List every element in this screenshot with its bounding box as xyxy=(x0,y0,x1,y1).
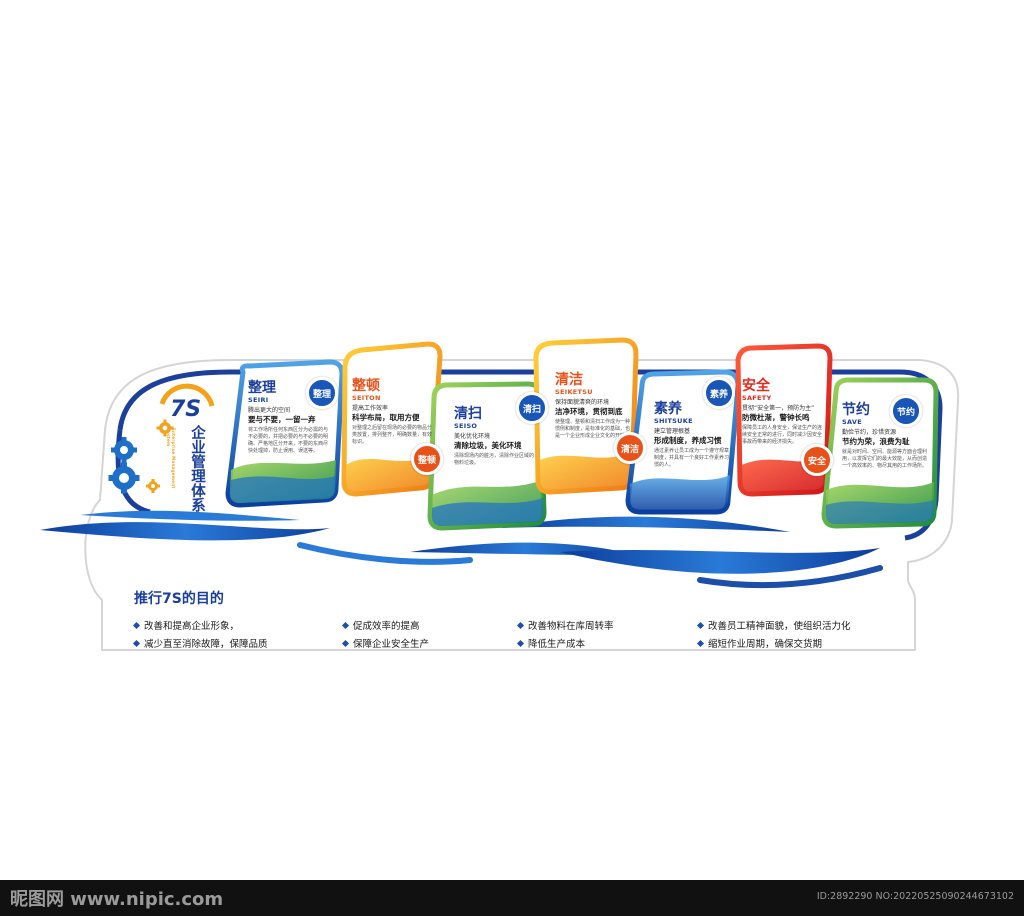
brand-english: Enterprise Management System xyxy=(166,428,176,489)
brand-arc xyxy=(159,383,215,407)
wave-5 xyxy=(560,548,880,574)
wave-1 xyxy=(40,522,330,541)
watermark-bar xyxy=(0,880,1024,916)
purpose-item: 促成效率的提高 xyxy=(341,618,420,632)
card-seiketsu-text: 清洁 SEIKETSU 保持面貌清爽的环境 洁净环境，贯彻到底 使整理、整顿和清… xyxy=(555,372,631,440)
card-body: 通过素养让员工成为一个遵守规章制度，并具有一个良好工作素养习惯的人。 xyxy=(654,447,730,468)
wave-2 xyxy=(80,510,300,521)
card-pinyin: SEISO xyxy=(454,422,478,430)
card-sub: 建立管理根基 xyxy=(654,428,691,435)
card-seiso-text: 清扫 SEISO 美化优化环境 清除垃圾，美化环境 清除现场内的脏污，清除作业区… xyxy=(454,406,538,467)
purpose-item: 降低生产成本 xyxy=(516,636,586,650)
card-pinyin: SAFETY xyxy=(742,394,772,402)
watermark-right: ID:2892290 NO:20220525090244673102 xyxy=(816,891,1014,902)
card-sub: 提高工作效率 xyxy=(352,405,389,412)
badge-save: 节约 xyxy=(890,395,922,427)
card-body: 就是对时间、空间、能源等方面合理利用，以发挥它们的最大效能，从而创造一个高效率的… xyxy=(842,448,928,469)
gear-icon xyxy=(108,462,140,494)
watermark-left: 昵图网 www.nipic.com xyxy=(10,889,224,910)
card-seiso xyxy=(427,381,547,531)
purpose-item-text: 改善物料在库周转率 xyxy=(528,621,614,632)
card-title: 清洁 xyxy=(555,372,583,388)
gear-icon xyxy=(156,419,174,437)
badge-seiri: 整理 xyxy=(306,377,338,409)
gear-icon xyxy=(111,437,137,463)
purpose-item-text: 降低生产成本 xyxy=(528,639,586,650)
wave-7 xyxy=(697,565,883,589)
purpose-item: 改善物料在库周转率 xyxy=(516,618,614,632)
card-title: 节约 xyxy=(842,402,870,418)
card-slogan: 要与不要，一留一弃 xyxy=(248,414,316,424)
card-slogan: 防微杜渐，警钟长鸣 xyxy=(742,412,810,422)
diamond-bullet-icon xyxy=(132,639,141,648)
card-slogan: 清除垃圾，美化环境 xyxy=(454,440,522,450)
card-title: 素养 xyxy=(654,401,682,417)
card-slogan: 科学布局，取用方便 xyxy=(352,412,420,422)
purpose-item-text: 减少直至消除故障，保障品质 xyxy=(144,639,268,650)
badge-seiso: 清扫 xyxy=(516,392,548,424)
diamond-bullet-icon xyxy=(341,621,350,630)
card-pinyin: SEIRI xyxy=(248,396,269,404)
card-pinyin: SEITON xyxy=(352,394,381,402)
card-seiri-text: 整理 SEIRI 腾出更大的空间 要与不要，一留一弃 将工作场所任何东西区分为必… xyxy=(248,380,332,455)
card-slogan: 洁净环境，贯彻到底 xyxy=(555,406,623,416)
card-slogan: 形成制度，养成习惯 xyxy=(654,435,722,445)
purpose-item-text: 改善和提高企业形象， xyxy=(144,621,240,632)
card-body: 将工作场所任何东西区分为必需的与不必要的，并把必要的与不必要的明确、严格地区分开… xyxy=(248,426,329,454)
card-seiton-text: 整顿 SEITON 提高工作效率 科学布局，取用方便 对整理之后留在现场的必要的… xyxy=(352,378,434,446)
badge-seiketsu: 清洁 xyxy=(614,432,646,464)
purpose-item: 改善和提高企业形象， xyxy=(132,618,240,632)
card-save-text: 节约 SAVE 勤俭节约，珍惜资源 节约为荣，浪费为耻 就是对时间、空间、能源等… xyxy=(842,402,928,470)
card-slogan: 节约为荣，浪费为耻 xyxy=(842,436,910,446)
purpose-item: 保障企业安全生产 xyxy=(341,636,430,650)
card-sub: 勤俭节约，珍惜资源 xyxy=(842,429,897,436)
card-title: 安全 xyxy=(742,378,770,394)
brand-title: 7S xyxy=(170,397,202,422)
card-body: 清除现场内的脏污，清除作业区域的物料垃圾。 xyxy=(454,452,535,466)
card-pinyin: SHITSUKE xyxy=(654,417,693,425)
purpose-item: 减少直至消除故障，保障品质 xyxy=(132,636,268,650)
diamond-bullet-icon xyxy=(516,621,525,630)
diamond-bullet-icon xyxy=(132,621,141,630)
card-title: 清扫 xyxy=(454,406,482,422)
purpose-item-text: 改善员工精神面貌，使组织活力化 xyxy=(708,621,851,632)
card-pinyin: SEIKETSU xyxy=(555,388,593,396)
card-sub: 美化优化环境 xyxy=(454,433,491,440)
diamond-bullet-icon xyxy=(516,639,525,648)
purpose-item: 缩短作业周期，确保交货期 xyxy=(696,636,823,650)
card-title: 整顿 xyxy=(352,378,380,394)
diamond-bullet-icon xyxy=(341,639,350,648)
badge-safety: 安全 xyxy=(801,444,833,476)
card-pinyin: SAVE xyxy=(842,418,862,426)
card-sub: 保持面貌清爽的环境 xyxy=(555,399,610,406)
card-sub: 贯彻“安全第一，预防为主” xyxy=(742,405,815,412)
purpose-title: 推行7S的目的 xyxy=(134,591,224,607)
card-body: 使整理、整顿和清扫工作成为一种惯例和制度，是标准化的基础，也是一个企业形成企业文… xyxy=(555,418,631,439)
card-safety-text: 安全 SAFETY 贯彻“安全第一，预防为主” 防微杜渐，警钟长鸣 保障员工的人… xyxy=(742,378,824,446)
gear-icon xyxy=(146,479,160,493)
badge-seiton: 整顿 xyxy=(411,443,443,475)
badge-shitsuke: 素养 xyxy=(703,377,735,409)
purpose-item-text: 缩短作业周期，确保交货期 xyxy=(708,639,823,650)
brand-subtitle: 企业管理体系 xyxy=(189,425,205,512)
card-title: 整理 xyxy=(248,380,276,396)
board-graphics xyxy=(40,337,960,651)
diamond-bullet-icon xyxy=(696,621,705,630)
card-body: 保障员工的人身安全，保证生产的连续安全正常的进行，同时减少因安全事故而带来的经济… xyxy=(742,424,823,445)
purpose-item: 改善员工精神面貌，使组织活力化 xyxy=(696,618,851,632)
wave-6 xyxy=(297,542,473,565)
wave-4 xyxy=(500,516,790,532)
diamond-bullet-icon xyxy=(696,639,705,648)
card-seiketsu xyxy=(533,337,639,495)
purpose-item-text: 保障企业安全生产 xyxy=(353,639,430,650)
purpose-item-text: 促成效率的提高 xyxy=(353,621,420,632)
card-sub: 腾出更大的空间 xyxy=(248,407,291,414)
card-body: 对整理之后留在现场的必要的物品分类放置，排列整齐，明确数量，有效标识。 xyxy=(352,424,433,445)
card-shitsuke-text: 素养 SHITSUKE 建立管理根基 形成制度，养成习惯 通过素养让员工成为一个… xyxy=(654,401,730,469)
